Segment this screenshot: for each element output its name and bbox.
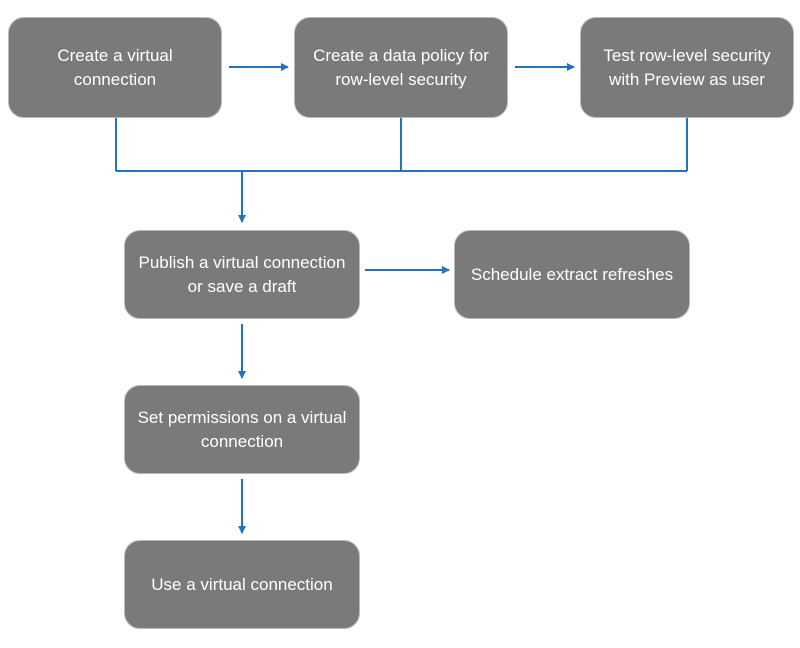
step-use-virtual-connection: Use a virtual connection	[124, 540, 360, 629]
step-test-row-level-security: Test row-level security with Preview as …	[580, 17, 794, 118]
step-label: Create a data policy for row-level secur…	[313, 45, 489, 89]
step-label: Schedule extract refreshes	[470, 264, 674, 284]
step-label: Test row-level security with Preview as …	[603, 45, 771, 89]
step-schedule-extract-refreshes: Schedule extract refreshes	[454, 230, 690, 319]
step-label: Set permissions on a virtual connection	[137, 407, 347, 451]
step-label: Publish a virtual connection or save a d…	[138, 252, 346, 296]
step-label: Create a virtual connection	[57, 45, 173, 89]
step-set-permissions: Set permissions on a virtual connection	[124, 385, 360, 474]
step-publish-virtual-connection: Publish a virtual connection or save a d…	[124, 230, 360, 319]
step-create-data-policy: Create a data policy for row-level secur…	[294, 17, 508, 118]
step-create-virtual-connection: Create a virtual connection	[8, 17, 222, 118]
step-label: Use a virtual connection	[151, 574, 333, 594]
